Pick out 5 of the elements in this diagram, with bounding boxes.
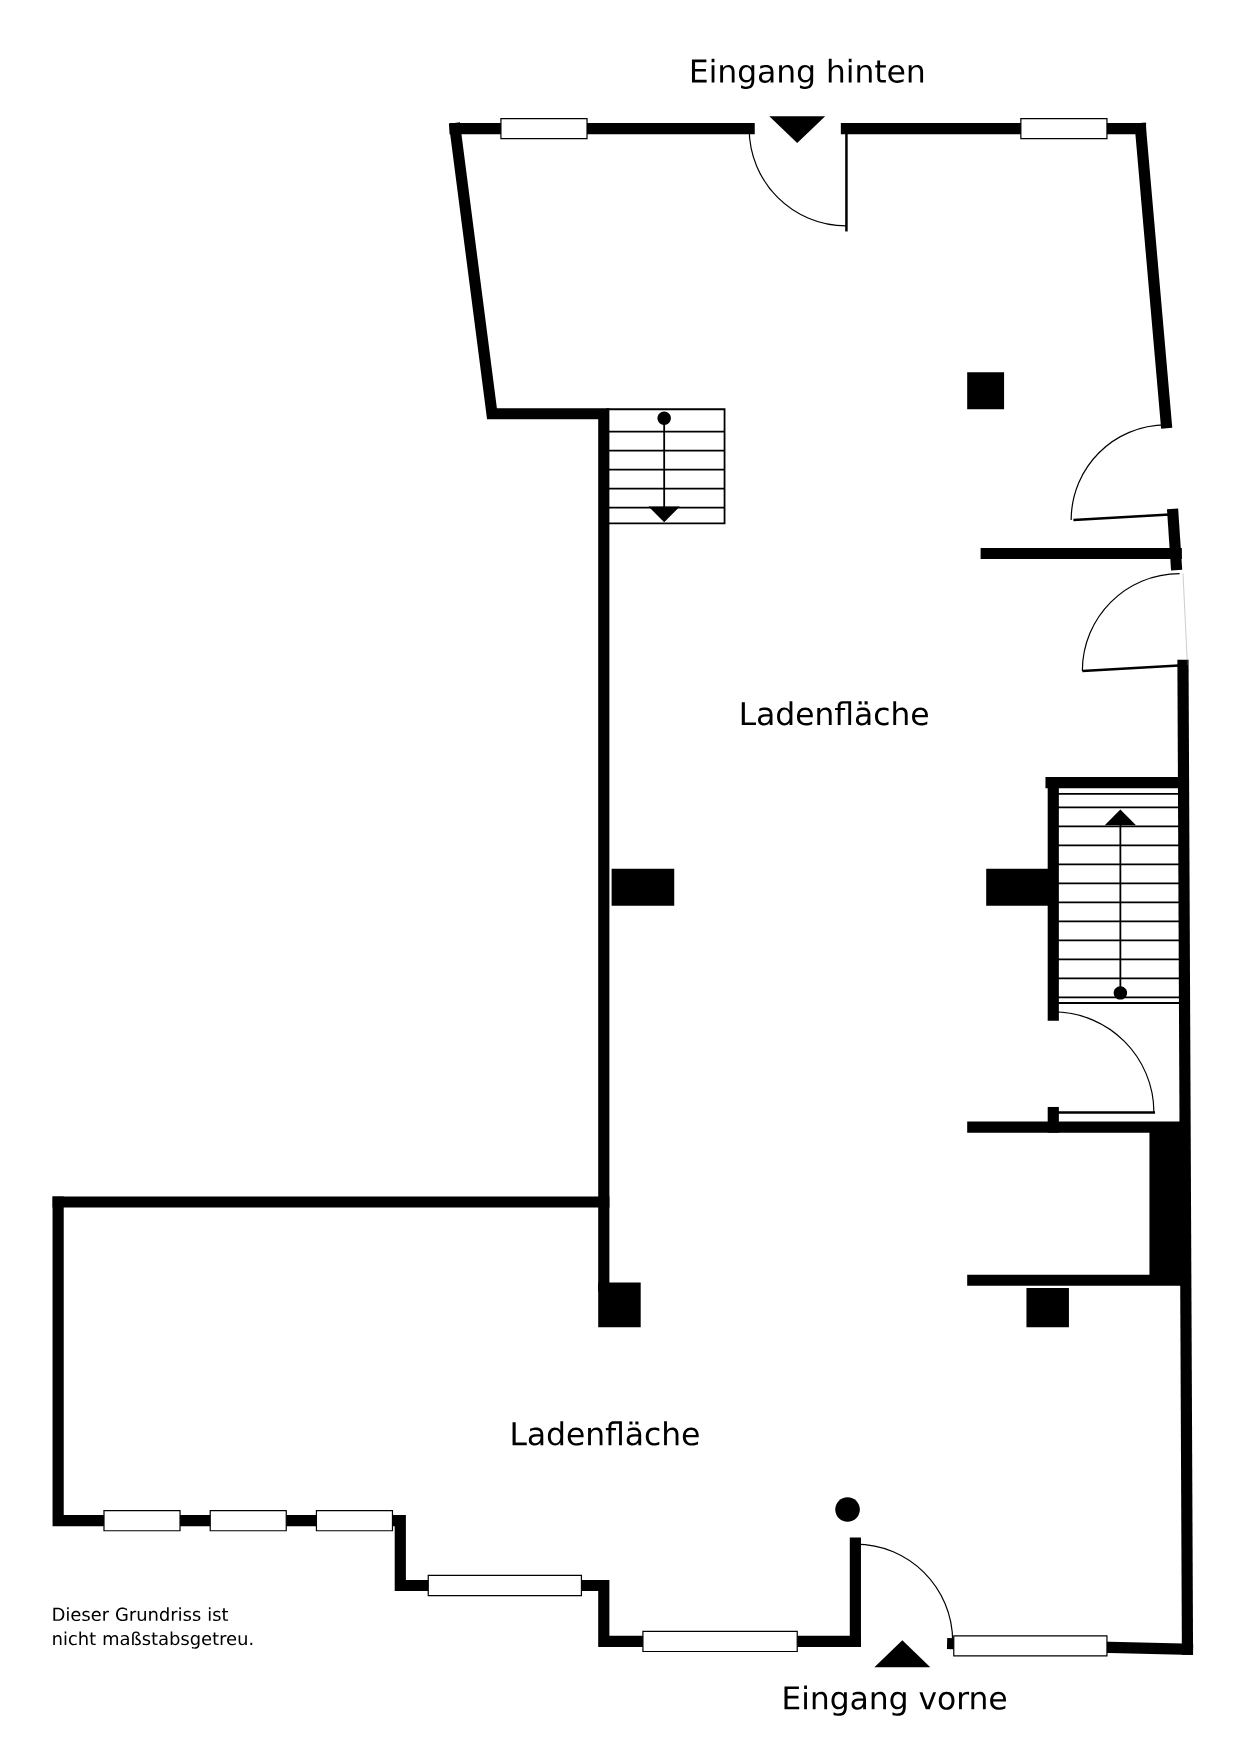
entrance-label: Eingang hinten <box>691 58 924 89</box>
room-label: Ladenfläche <box>512 1421 699 1446</box>
room-label: Ladenfläche <box>741 701 928 726</box>
note-text: Dieser Grundriss ist nicht maßstabsgetreu. <box>53 1607 253 1649</box>
entrance-label: Eingang vorne <box>784 1685 1006 1716</box>
